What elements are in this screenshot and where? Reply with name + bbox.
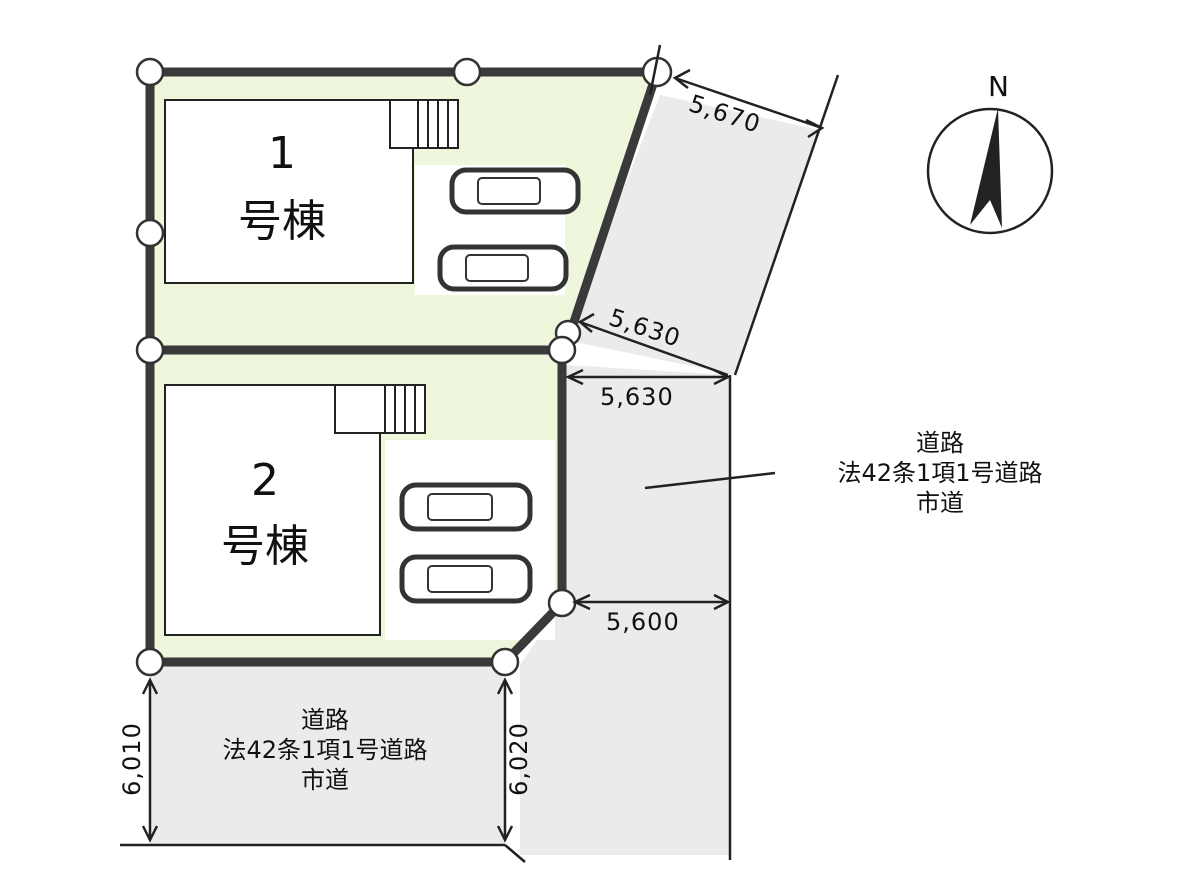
compass-north-label: N [988, 70, 1009, 103]
east-road-line1: 道路 [916, 429, 964, 457]
south-road [150, 665, 505, 845]
south-road-line1: 道路 [301, 706, 349, 734]
building-1 [164, 99, 414, 284]
car-icon [437, 244, 569, 292]
lot2-parking-area [385, 440, 555, 640]
lot1-number: 1 [268, 128, 296, 179]
dimension-lower-right: 5,600 [606, 608, 680, 636]
east-road-line2: 法42条1項1号道路 [837, 459, 1043, 487]
south-road-line2: 法42条1項1号道路 [222, 736, 428, 764]
east-road-label: 道路 法42条1項1号道路 市道 [780, 428, 1100, 518]
compass-rose [926, 107, 1054, 235]
lot2-number: 2 [251, 455, 279, 506]
lot2-name: 号棟 [221, 521, 309, 572]
building-2-steps [384, 385, 416, 433]
south-road-label: 道路 法42条1項1号道路 市道 [165, 705, 485, 795]
building-2-porch [334, 384, 426, 434]
dimension-bottom-right: 6,020 [504, 722, 533, 796]
road-lines [120, 44, 840, 863]
building-1-porch [389, 99, 459, 149]
lot1-name: 号棟 [238, 196, 326, 247]
east-road-upper [565, 95, 820, 375]
car-icon [449, 167, 581, 215]
car-icon [399, 554, 533, 604]
south-road-line3: 市道 [301, 766, 349, 794]
building-1-steps [417, 100, 449, 148]
east-road-lower [520, 365, 730, 855]
dimension-bottom-left: 6,010 [117, 722, 146, 796]
boundary-markers [135, 56, 673, 677]
car-icon [399, 482, 533, 532]
dimension-mid-right: 5,630 [600, 383, 674, 411]
east-road-line3: 市道 [916, 489, 964, 517]
